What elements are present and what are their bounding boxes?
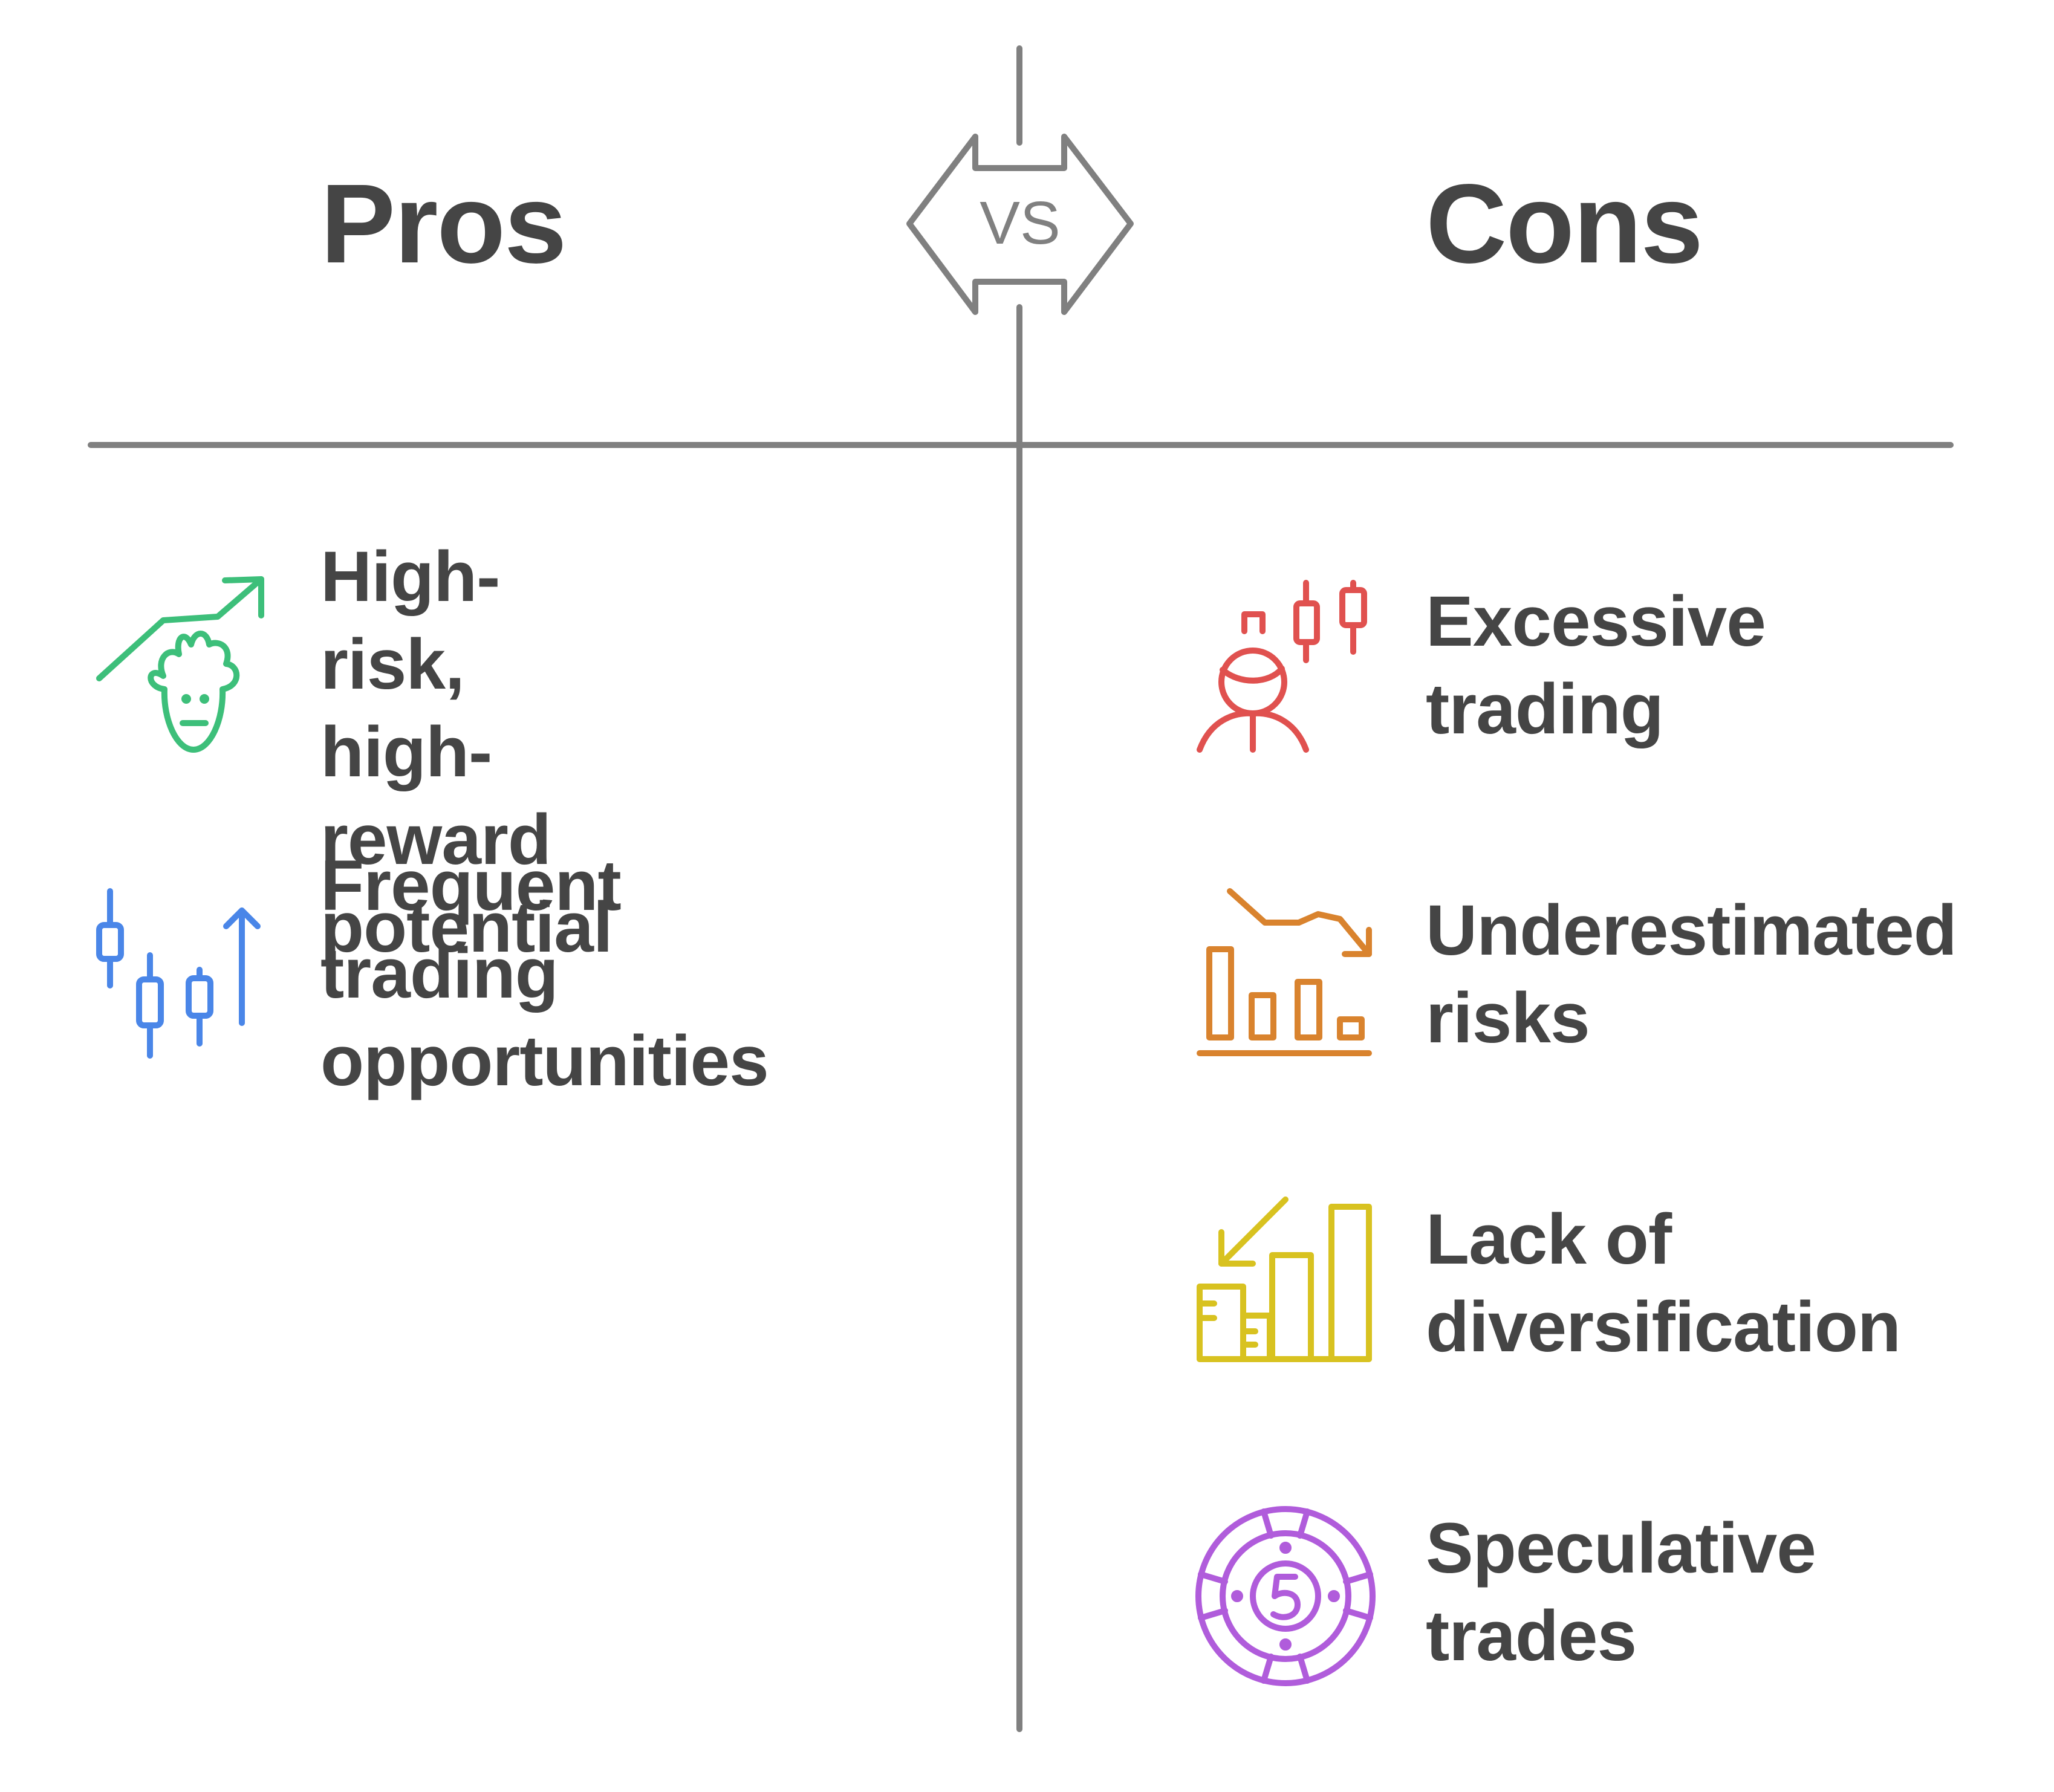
pros-heading: Pros	[320, 161, 567, 287]
cons-item-label: Lack of diversification	[1426, 1200, 1901, 1367]
vs-double-arrow-icon	[906, 134, 1134, 315]
pros-item-label: High-risk, high-reward potential	[320, 537, 613, 967]
cons-item-label: Underestimated risks	[1426, 891, 1957, 1058]
declining-stacks-icon	[1197, 1196, 1373, 1375]
vs-label: VS	[980, 189, 1060, 257]
cons-heading: Cons	[1426, 161, 1703, 287]
pros-item-label: Frequent trading opportunities	[320, 846, 769, 1101]
falling-bars-icon	[1197, 888, 1373, 1067]
casino-chip-icon	[1195, 1505, 1376, 1690]
trader-candlestick-icon	[1197, 580, 1373, 759]
cons-item-label: Excessive trading	[1426, 582, 1766, 749]
cons-item-label: Speculative trades	[1426, 1508, 1816, 1676]
candlestick-up-icon	[96, 888, 266, 1061]
bull-trend-icon	[96, 574, 266, 759]
